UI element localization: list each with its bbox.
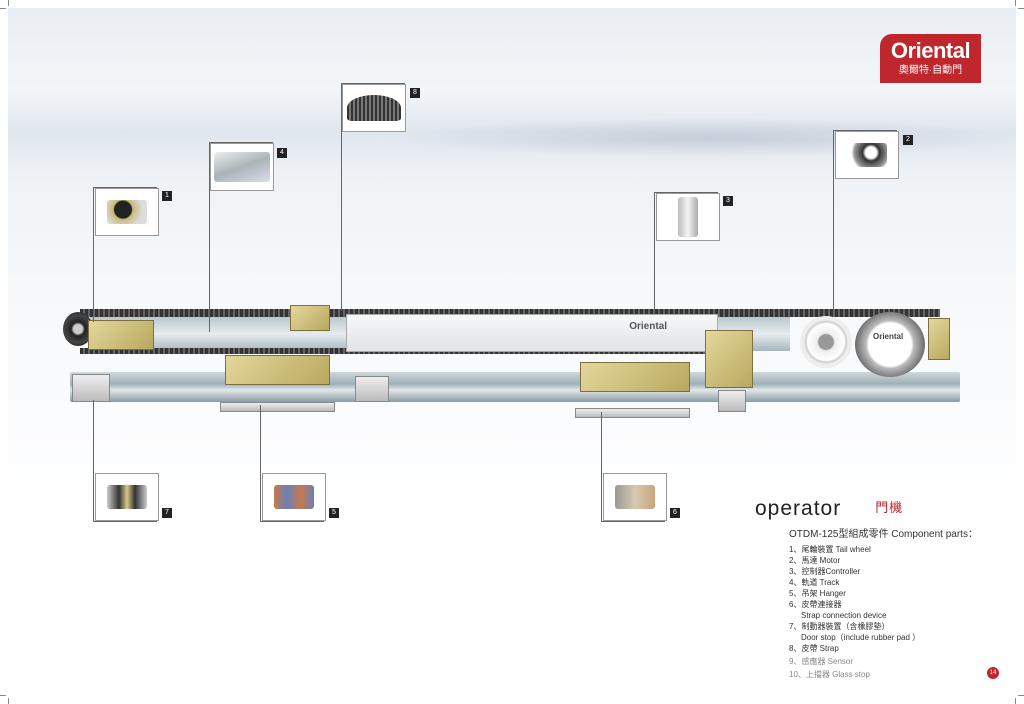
section-subtitle: OTDM-125型組成零件 Component parts： (789, 529, 978, 540)
drive-pulley (800, 316, 852, 368)
callout-strap-connector-image (603, 473, 667, 521)
leader-line-6 (601, 412, 602, 522)
leader-line-1h (93, 187, 157, 188)
crop-mark (8, 0, 9, 6)
hanger-left (225, 355, 330, 385)
list-item: 6、皮帶連接器 (789, 600, 842, 609)
crop-mark (1015, 698, 1016, 704)
controller-thumb (678, 197, 698, 237)
leader-line-8h (341, 83, 405, 84)
callout-track-image (210, 143, 274, 191)
list-item: 9、感應器 Sensor (789, 657, 854, 666)
list-item: Strap connection device (801, 611, 887, 620)
callout-number: 1 (162, 191, 172, 201)
aluminum-rail (70, 372, 960, 402)
crop-mark (1015, 0, 1016, 6)
strap-thumb (347, 95, 401, 121)
motor-end-bracket (928, 318, 950, 360)
hanger-left-plate (220, 402, 335, 412)
leader-line-6h (601, 521, 665, 522)
list-item: 8、皮帶 Strap (789, 644, 839, 653)
motor: Oriental (855, 312, 925, 377)
tail-wheel-bracket (88, 320, 154, 350)
strap-belt (80, 309, 940, 317)
crop-mark (0, 695, 6, 696)
leader-line-3h (654, 192, 718, 193)
list-item: 4、軌道 Track (789, 578, 840, 587)
leader-line-4h (209, 142, 273, 143)
callout-hanger-image (262, 473, 326, 521)
leader-line-7 (93, 400, 94, 522)
crop-mark (0, 8, 6, 9)
list-item: 5、吊架 Hanger (789, 589, 846, 598)
hanger-right-plate (575, 408, 690, 418)
motor-thumb (847, 143, 887, 167)
page-number: 14 (987, 667, 999, 679)
hanger-right (580, 362, 690, 392)
callout-number: 3 (723, 196, 733, 206)
callout-number: 8 (410, 88, 420, 98)
list-item: 3、控制器Controller (789, 567, 861, 576)
callout-number: 7 (162, 508, 172, 518)
oriental-logo: Oriental 奧爾特·自動門 (880, 34, 981, 83)
leader-line-8 (341, 83, 342, 311)
door-stop-mid (355, 376, 389, 402)
callout-number: 5 (329, 508, 339, 518)
callout-motor-image (835, 131, 899, 179)
list-item: 2、馬達 Motor (789, 556, 841, 565)
callout-strap-image (342, 84, 406, 132)
leader-line-7h (93, 521, 157, 522)
controller: Oriental (346, 314, 718, 352)
callout-controller-image (656, 193, 720, 241)
leader-line-4 (209, 142, 210, 332)
tail-wheel-thumb (107, 200, 147, 224)
list-item: 7、制動器裝置（含橡膠墊） (789, 622, 890, 631)
track-thumb (214, 152, 270, 182)
door-stop-right (718, 390, 746, 412)
strap-connector-thumb (615, 485, 655, 509)
door-stop-thumb (107, 485, 147, 509)
leader-line-1 (93, 187, 94, 322)
motor-bracket (705, 330, 753, 388)
list-item: Door stop（include rubber pad ） (801, 633, 921, 642)
callout-number: 6 (670, 508, 680, 518)
leader-line-2 (833, 130, 834, 315)
callout-number: 4 (277, 148, 287, 158)
callout-tail-wheel-image (95, 188, 159, 236)
crop-mark (1018, 695, 1024, 696)
sky-background (388, 118, 1024, 158)
crop-mark (8, 698, 9, 704)
list-item: 10、上擋器 Glass stop (789, 670, 870, 679)
callout-number: 2 (903, 135, 913, 145)
door-stop-left (72, 374, 110, 402)
list-item: 1、尾輪裝置 Tail wheel (789, 545, 871, 554)
hanger-thumb (274, 485, 314, 509)
leader-line-3 (654, 192, 655, 312)
crop-mark (1018, 8, 1024, 9)
callout-door-stop-image (95, 473, 159, 521)
strap-connector (290, 305, 330, 331)
leader-line-5 (260, 405, 261, 522)
leader-line-5h (260, 521, 324, 522)
leader-line-2h (833, 130, 897, 131)
